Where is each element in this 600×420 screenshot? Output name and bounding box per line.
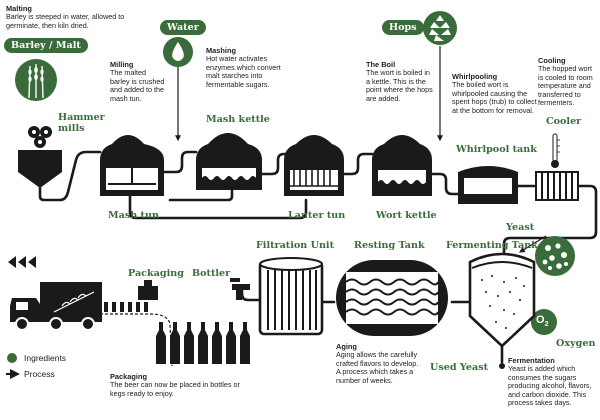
lauter-tun-label: Lauter tun xyxy=(288,210,346,221)
cooler-label: Cooler xyxy=(546,116,582,127)
mash-kettle-label: Mash kettle xyxy=(206,114,270,125)
resting-tank-vessel xyxy=(336,260,448,336)
fermenting-tank-vessel xyxy=(468,252,536,348)
step-fermentation-body: Yeast is added which consumes the sugars… xyxy=(508,364,592,408)
legend-ingredient-dot xyxy=(7,353,17,363)
step-mashing-title: Mashing xyxy=(206,46,236,55)
pipe-cooler-to-fermenter xyxy=(502,184,598,258)
bottler-label: Bottler xyxy=(192,268,231,279)
step-mashing-body: Hot water activates enzymes which conver… xyxy=(206,54,281,89)
whirlpool-tank-label: Whirlpool tank xyxy=(456,144,537,155)
used-yeast-label: Used Yeast xyxy=(430,362,489,373)
step-packaging-title: Packaging xyxy=(110,372,147,381)
step-cooling: Cooling The hopped wort is cooled to roo… xyxy=(538,56,598,108)
tap-icon xyxy=(230,278,250,300)
step-boil-title: The Boil xyxy=(366,60,396,69)
step-fermentation: Fermentation Yeast is added which consum… xyxy=(508,356,598,408)
pipe-wort-to-whirlpool xyxy=(430,172,460,196)
step-whirlpooling: Whirlpooling The boiled wort is whirlpoo… xyxy=(452,72,538,115)
water-label: Water xyxy=(160,20,206,35)
step-milling: Milling The malted barley is crushed and… xyxy=(110,60,166,103)
filtration-unit-vessel xyxy=(258,257,324,336)
step-milling-title: Milling xyxy=(110,60,134,69)
step-cooling-title: Cooling xyxy=(538,56,566,65)
mash-kettle-vessel xyxy=(196,133,262,190)
yeast-circle xyxy=(535,236,575,276)
step-boil: The Boil The wort is boiled in a kettle.… xyxy=(366,60,434,103)
wort-kettle-label: Wort kettle xyxy=(376,210,437,221)
barley-circle xyxy=(15,59,57,101)
legend-ingredients: Ingredients xyxy=(24,353,67,363)
whirlpool-tank-vessel xyxy=(458,166,518,204)
wort-kettle-vessel xyxy=(372,135,432,196)
hammer-mill xyxy=(18,126,62,188)
delivery-truck xyxy=(10,282,102,331)
step-whirlpooling-body: The boiled wort is whirlpooled causing t… xyxy=(452,80,537,115)
cooler-vessel xyxy=(535,171,579,201)
hops-label: Hops xyxy=(382,20,424,35)
lauter-tun-vessel xyxy=(284,135,344,196)
oxygen-symbol: O2 xyxy=(536,314,548,328)
hops-circle xyxy=(423,11,457,45)
oxygen-symbol-letter: O xyxy=(536,314,545,326)
thermometer-icon xyxy=(551,133,560,168)
filtration-unit-label: Filtration Unit xyxy=(256,240,335,251)
legend-process: Process xyxy=(24,369,55,379)
step-boil-body: The wort is boiled in a kettle. This is … xyxy=(366,68,433,103)
step-packaging: Packaging The beer can now be placed in … xyxy=(110,372,250,398)
conveyor xyxy=(100,313,173,367)
step-aging-title: Aging xyxy=(336,342,357,351)
step-mashing: Mashing Hot water activates enzymes whic… xyxy=(206,46,290,89)
pipe-kettle-return xyxy=(168,188,234,202)
step-cooling-body: The hopped wort is cooled to room temper… xyxy=(538,64,593,108)
step-malting-title: Malting xyxy=(6,4,32,13)
used-yeast-icon xyxy=(499,363,505,369)
step-milling-body: The malted barley is crushed and added t… xyxy=(110,68,165,103)
step-aging: Aging Aging allows the carefully crafted… xyxy=(336,342,420,385)
oxygen-circle xyxy=(531,309,557,335)
yeast-arrow xyxy=(518,235,547,253)
pipe-kettle-to-lauter xyxy=(260,152,292,176)
truck-motion-arrows xyxy=(8,256,36,268)
step-fermentation-title: Fermentation xyxy=(508,356,555,365)
pipe-lauter-to-wort xyxy=(342,152,374,176)
step-aging-body: Aging allows the carefully crafted flavo… xyxy=(336,350,419,385)
process-pipes xyxy=(38,150,598,364)
step-packaging-body: The beer can now be placed in bottles or… xyxy=(110,380,240,398)
oxygen-symbol-sub: 2 xyxy=(544,321,549,329)
mash-tun-label: Mash tun xyxy=(108,210,159,221)
resting-tank-label: Resting Tank xyxy=(354,240,425,251)
step-malting: Malting Barley is steeped in water, allo… xyxy=(6,4,138,30)
water-circle xyxy=(163,37,193,67)
barley-label: Barley / Malt xyxy=(4,38,88,53)
pipe-mashtun-to-lauter xyxy=(128,194,308,220)
fermenting-tank-label: Fermenting Tank xyxy=(446,240,538,251)
bottles xyxy=(104,280,250,364)
mash-tun-vessel xyxy=(100,135,164,196)
packaging-label: Packaging xyxy=(128,268,184,279)
pipe-mashtun-to-kettle xyxy=(162,150,198,174)
step-malting-body: Barley is steeped in water, allowed to g… xyxy=(6,12,125,30)
pipe-mill-to-mashtun xyxy=(38,150,102,202)
hammer-mills-label: Hammer mills xyxy=(58,112,105,134)
oxygen-label: Oxygen xyxy=(556,338,596,349)
yeast-label: Yeast xyxy=(506,222,535,233)
step-whirlpooling-title: Whirlpooling xyxy=(452,72,498,81)
